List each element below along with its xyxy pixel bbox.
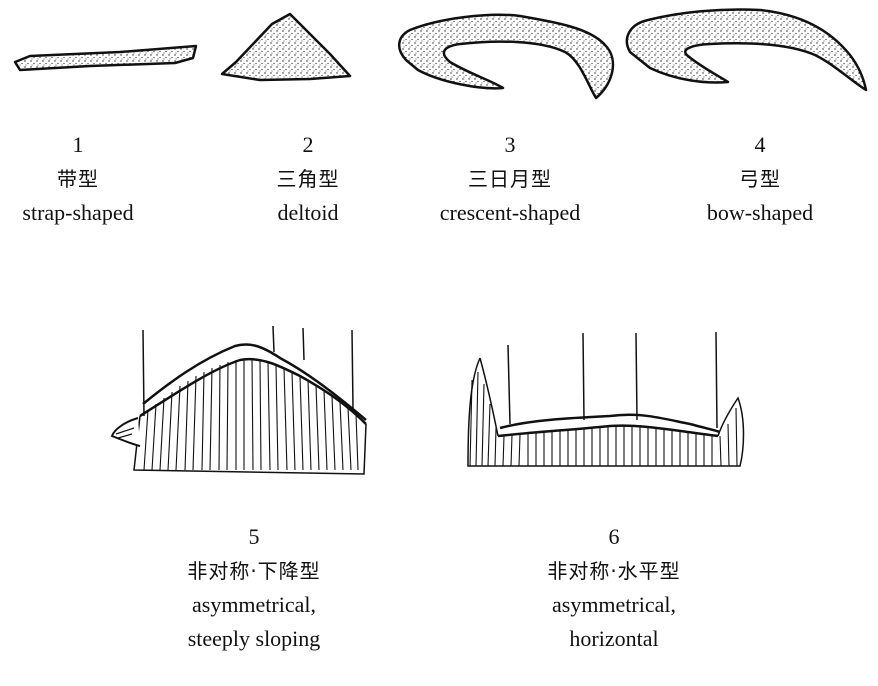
caption-english: horizontal xyxy=(547,622,680,656)
asymmetrical-sloping-drawing xyxy=(112,326,366,474)
caption-english: asymmetrical, xyxy=(547,588,680,622)
strap-shape-drawing xyxy=(15,46,196,70)
caption-strap-shaped: 1 带型 strap-shaped xyxy=(22,128,133,230)
caption-asymmetrical-sloping: 5 非对称·下降型 asymmetrical, steeply sloping xyxy=(187,520,320,656)
caption-english: bow-shaped xyxy=(707,196,813,230)
bow-shape-drawing xyxy=(627,9,866,90)
caption-chinese: 三日月型 xyxy=(440,162,580,196)
caption-chinese: 带型 xyxy=(22,162,133,196)
asymmetrical-horizontal-drawing xyxy=(468,332,744,466)
caption-number: 4 xyxy=(707,128,813,162)
caption-number: 6 xyxy=(547,520,680,554)
caption-chinese: 非对称·下降型 xyxy=(187,554,320,588)
caption-english: strap-shaped xyxy=(22,196,133,230)
caption-english: asymmetrical, xyxy=(187,588,320,622)
caption-chinese: 三角型 xyxy=(277,162,340,196)
caption-number: 1 xyxy=(22,128,133,162)
caption-english: crescent-shaped xyxy=(440,196,580,230)
caption-asymmetrical-horizontal: 6 非对称·水平型 asymmetrical, horizontal xyxy=(547,520,680,656)
caption-chinese: 弓型 xyxy=(707,162,813,196)
crescent-shape-drawing xyxy=(399,15,613,98)
caption-english: deltoid xyxy=(277,196,340,230)
caption-number: 2 xyxy=(277,128,340,162)
deltoid-shape-drawing xyxy=(222,14,350,80)
caption-crescent-shaped: 3 三日月型 crescent-shaped xyxy=(440,128,580,230)
caption-number: 5 xyxy=(187,520,320,554)
caption-number: 3 xyxy=(440,128,580,162)
caption-chinese: 非对称·水平型 xyxy=(547,554,680,588)
caption-deltoid: 2 三角型 deltoid xyxy=(277,128,340,230)
caption-english: steeply sloping xyxy=(187,622,320,656)
caption-bow-shaped: 4 弓型 bow-shaped xyxy=(707,128,813,230)
